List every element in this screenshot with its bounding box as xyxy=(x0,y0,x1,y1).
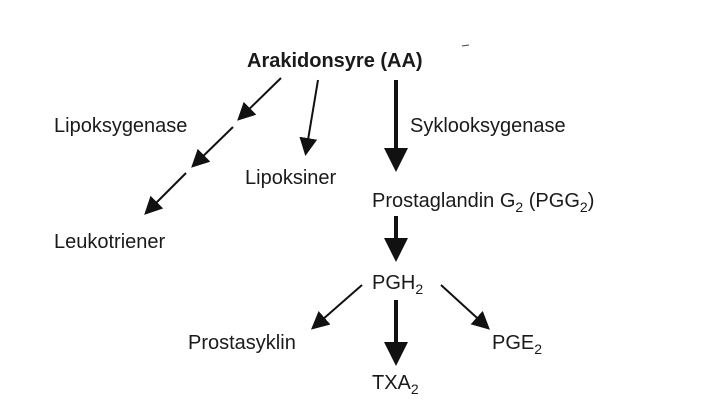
arrow-lipox-3 xyxy=(144,172,187,215)
title-arachidonic-acid: Arakidonsyre (AA) xyxy=(247,50,423,72)
label-leukotrienes: Leukotriener xyxy=(54,231,166,253)
label-pgg2: Prostaglandin G2 (PGG2) xyxy=(372,190,594,215)
arrow-to-pge2 xyxy=(440,284,490,330)
label-txa2: TXA2 xyxy=(372,372,419,397)
label-pge2: PGE2 xyxy=(492,332,542,357)
label-lipoxygenase: Lipoksygenase xyxy=(54,115,187,137)
label-lipoxins: Lipoksiner xyxy=(245,167,337,189)
arrow-lipox-2 xyxy=(191,126,234,168)
stray-mark xyxy=(461,44,470,47)
lipoxygenase-arrows xyxy=(144,77,282,215)
arrow-lipox-1 xyxy=(237,77,282,121)
label-pgh2: PGH2 xyxy=(372,272,423,297)
label-prostacyclin: Prostasyklin xyxy=(188,332,296,354)
label-cyclooxygenase: Syklooksygenase xyxy=(410,115,566,137)
arrow-to-prostacyclin xyxy=(310,284,363,330)
arrow-to-lipoxins xyxy=(299,79,319,156)
